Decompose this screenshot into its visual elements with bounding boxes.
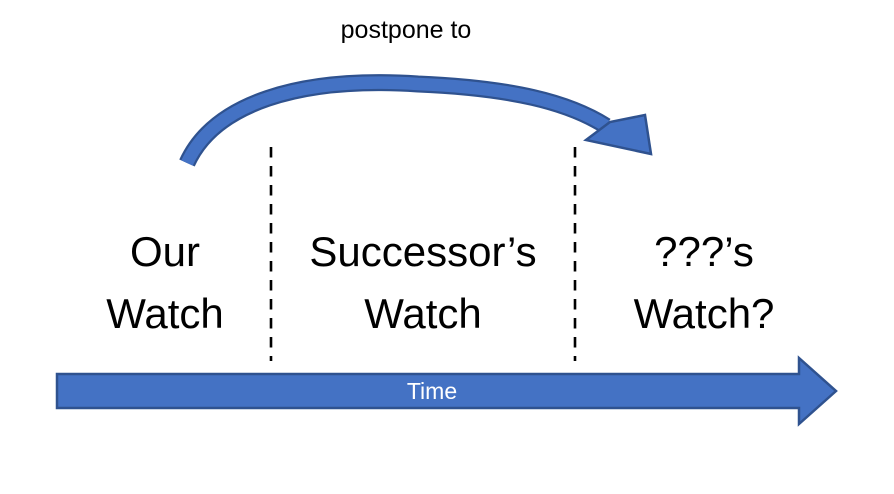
section-our-watch: Our Watch	[40, 221, 290, 345]
section-successors-watch: Successor’s Watch	[280, 221, 566, 345]
time-axis-label: Time	[406, 378, 458, 404]
section-our-watch-line2: Watch	[106, 290, 224, 337]
section-unknown-watch-line1: ???’s	[654, 228, 754, 275]
section-unknown-watch: ???’s Watch?	[575, 221, 833, 345]
postpone-label: postpone to	[340, 16, 472, 44]
curved-arrow-head-icon	[583, 113, 653, 156]
section-successors-watch-line1: Successor’s	[309, 228, 537, 275]
section-unknown-watch-line2: Watch?	[633, 290, 775, 337]
postpone-curved-arrow	[179, 74, 653, 167]
curved-arrow-band	[181, 76, 610, 166]
section-successors-watch-line2: Watch	[364, 290, 482, 337]
section-our-watch-line1: Our	[129, 228, 200, 275]
time-axis-arrow	[55, 355, 838, 427]
